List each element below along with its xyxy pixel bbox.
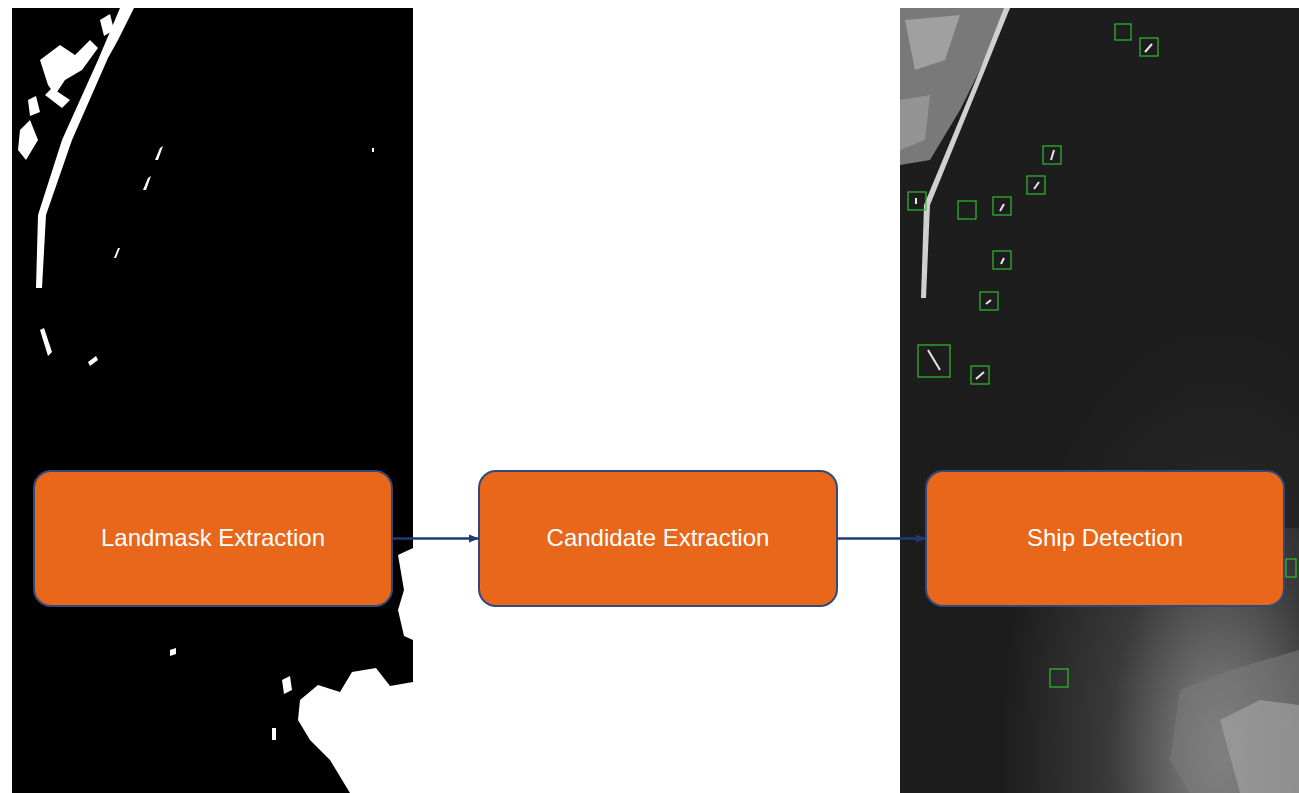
flow-arrow xyxy=(393,537,478,540)
box-label: Candidate Extraction xyxy=(547,524,770,553)
landmask-image xyxy=(12,8,413,793)
box-label: Landmask Extraction xyxy=(101,524,325,553)
process-box: Candidate Extraction xyxy=(478,470,838,607)
process-box: Landmask Extraction xyxy=(33,470,393,607)
sar-image xyxy=(900,8,1299,793)
box-label: Ship Detection xyxy=(1027,524,1183,553)
flow-arrow xyxy=(838,537,925,540)
process-box: Ship Detection xyxy=(925,470,1285,607)
